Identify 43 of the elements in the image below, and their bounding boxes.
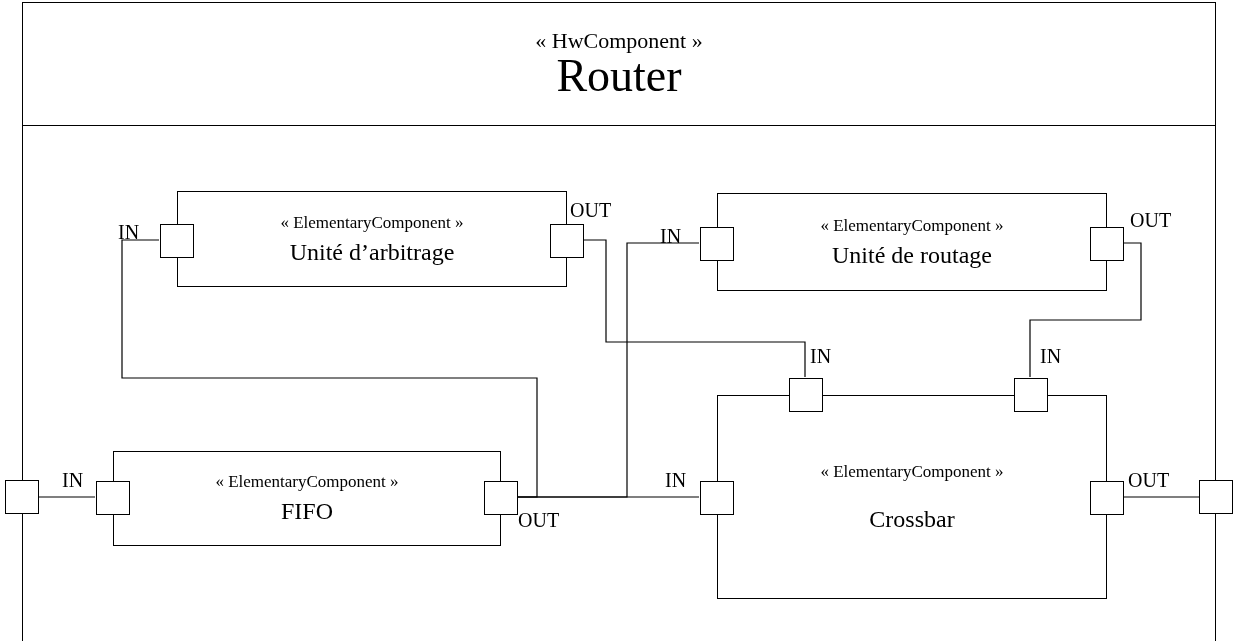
connector-line: [516, 496, 700, 498]
component-box: [717, 193, 1107, 291]
connector-line: [38, 496, 96, 498]
stereotype-label: « ElementaryComponent »: [280, 212, 464, 233]
stereotype-label: « ElementaryComponent »: [820, 461, 1004, 482]
stereotype-label: « ElementaryComponent »: [215, 472, 399, 492]
component-title: Router: [556, 53, 682, 100]
stereotype-label: « HwComponent »: [535, 28, 703, 54]
port-label: IN: [810, 346, 832, 366]
port-label: IN: [1040, 346, 1062, 366]
component-frame: [22, 2, 1216, 641]
component-name: Crossbar: [869, 505, 955, 533]
port-label: IN: [62, 470, 84, 490]
component-name: FIFO: [281, 498, 333, 525]
connector-line: [582, 239, 806, 378]
port-square: [700, 481, 734, 515]
port-square: [160, 224, 194, 258]
port-square: [550, 224, 584, 258]
port-square: [789, 378, 823, 412]
component-box: [113, 451, 501, 546]
port-label: IN: [118, 222, 140, 242]
port-label: OUT: [518, 510, 560, 530]
component-name: Unité d’arbitrage: [289, 238, 455, 266]
port-label: IN: [665, 470, 687, 490]
port-square: [1199, 480, 1233, 514]
connector-line: [1122, 496, 1200, 498]
port-square: [484, 481, 518, 515]
port-label: OUT: [570, 200, 612, 220]
port-square: [5, 480, 39, 514]
connector-line: [121, 239, 538, 498]
stereotype-label: « ElementaryComponent »: [820, 215, 1004, 236]
port-label: OUT: [1130, 210, 1172, 230]
component-box: [177, 191, 567, 287]
port-square: [1090, 227, 1124, 261]
port-square: [700, 227, 734, 261]
component-box: [717, 395, 1107, 599]
port-square: [96, 481, 130, 515]
port-square: [1090, 481, 1124, 515]
connector-line: [1029, 242, 1142, 378]
port-label: OUT: [1128, 470, 1170, 490]
port-label: IN: [660, 226, 682, 246]
port-square: [1014, 378, 1048, 412]
component-name: Unité de routage: [832, 241, 992, 269]
